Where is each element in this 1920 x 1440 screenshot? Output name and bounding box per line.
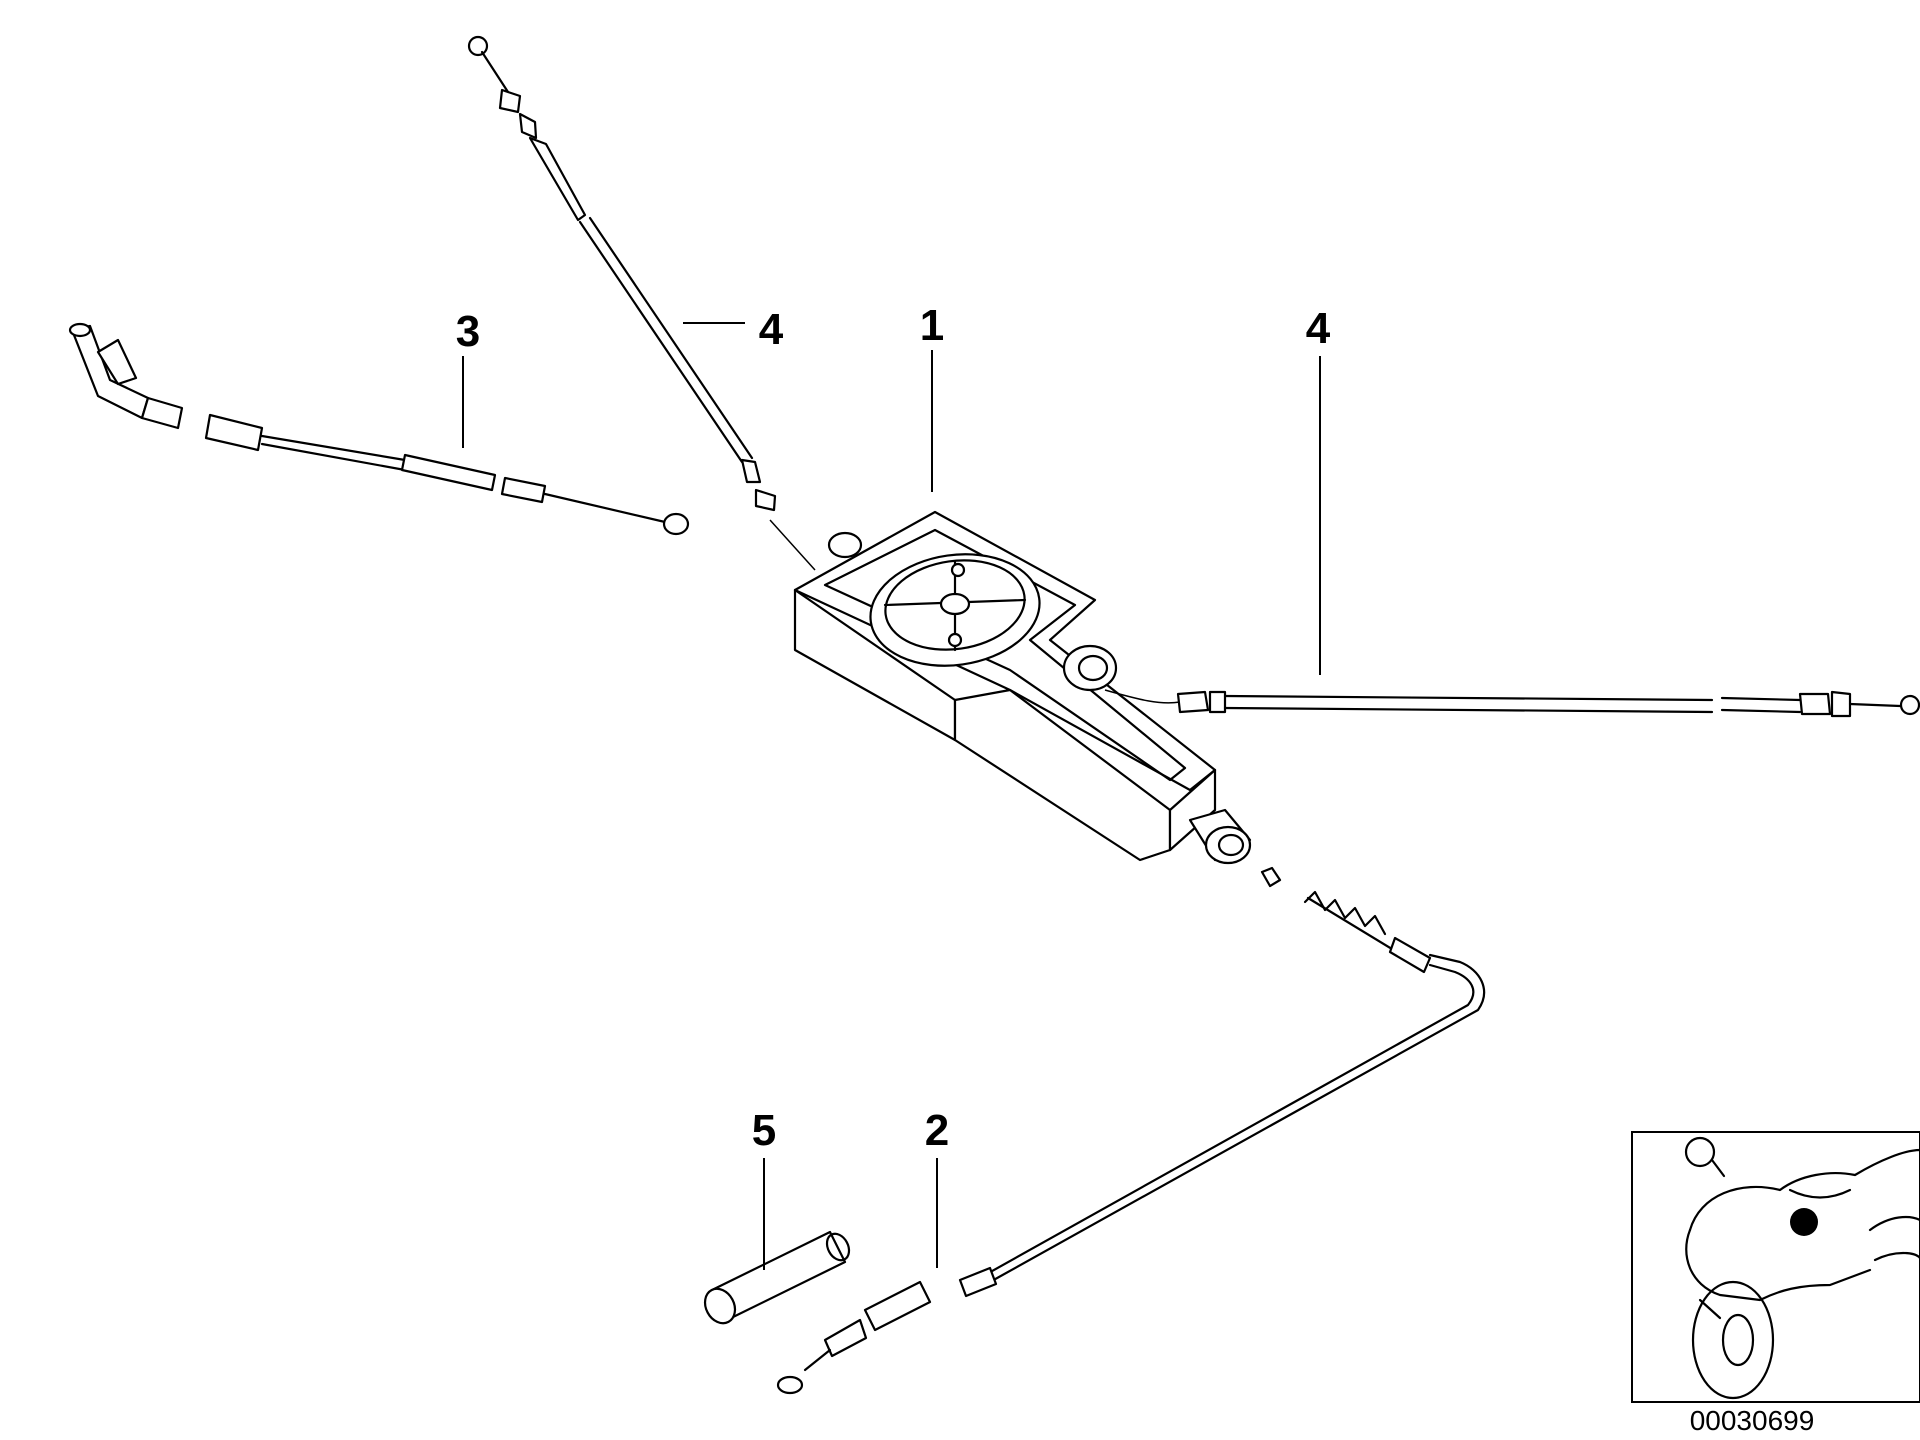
cable-4-upper[interactable] bbox=[467, 35, 816, 571]
callout-5: 5 bbox=[752, 1106, 776, 1155]
callout-4-left: 4 bbox=[759, 305, 784, 354]
callout-3: 3 bbox=[456, 307, 480, 356]
callout-4-right: 4 bbox=[1306, 304, 1331, 353]
leader-lines bbox=[462, 322, 1321, 1270]
callout-2: 2 bbox=[925, 1106, 949, 1155]
location-marker bbox=[1790, 1208, 1818, 1236]
distributor-housing[interactable] bbox=[793, 510, 1252, 865]
sleeve-5[interactable] bbox=[699, 1230, 853, 1329]
motorcycle-icon bbox=[1684, 1136, 1920, 1400]
locator-thumbnail bbox=[1631, 1131, 1920, 1403]
cable-3[interactable] bbox=[68, 322, 690, 536]
cable-2[interactable] bbox=[776, 866, 1486, 1395]
cable-4-right[interactable] bbox=[1104, 689, 1920, 718]
document-number: 00030699 bbox=[1690, 1405, 1815, 1436]
callout-1: 1 bbox=[920, 301, 944, 350]
